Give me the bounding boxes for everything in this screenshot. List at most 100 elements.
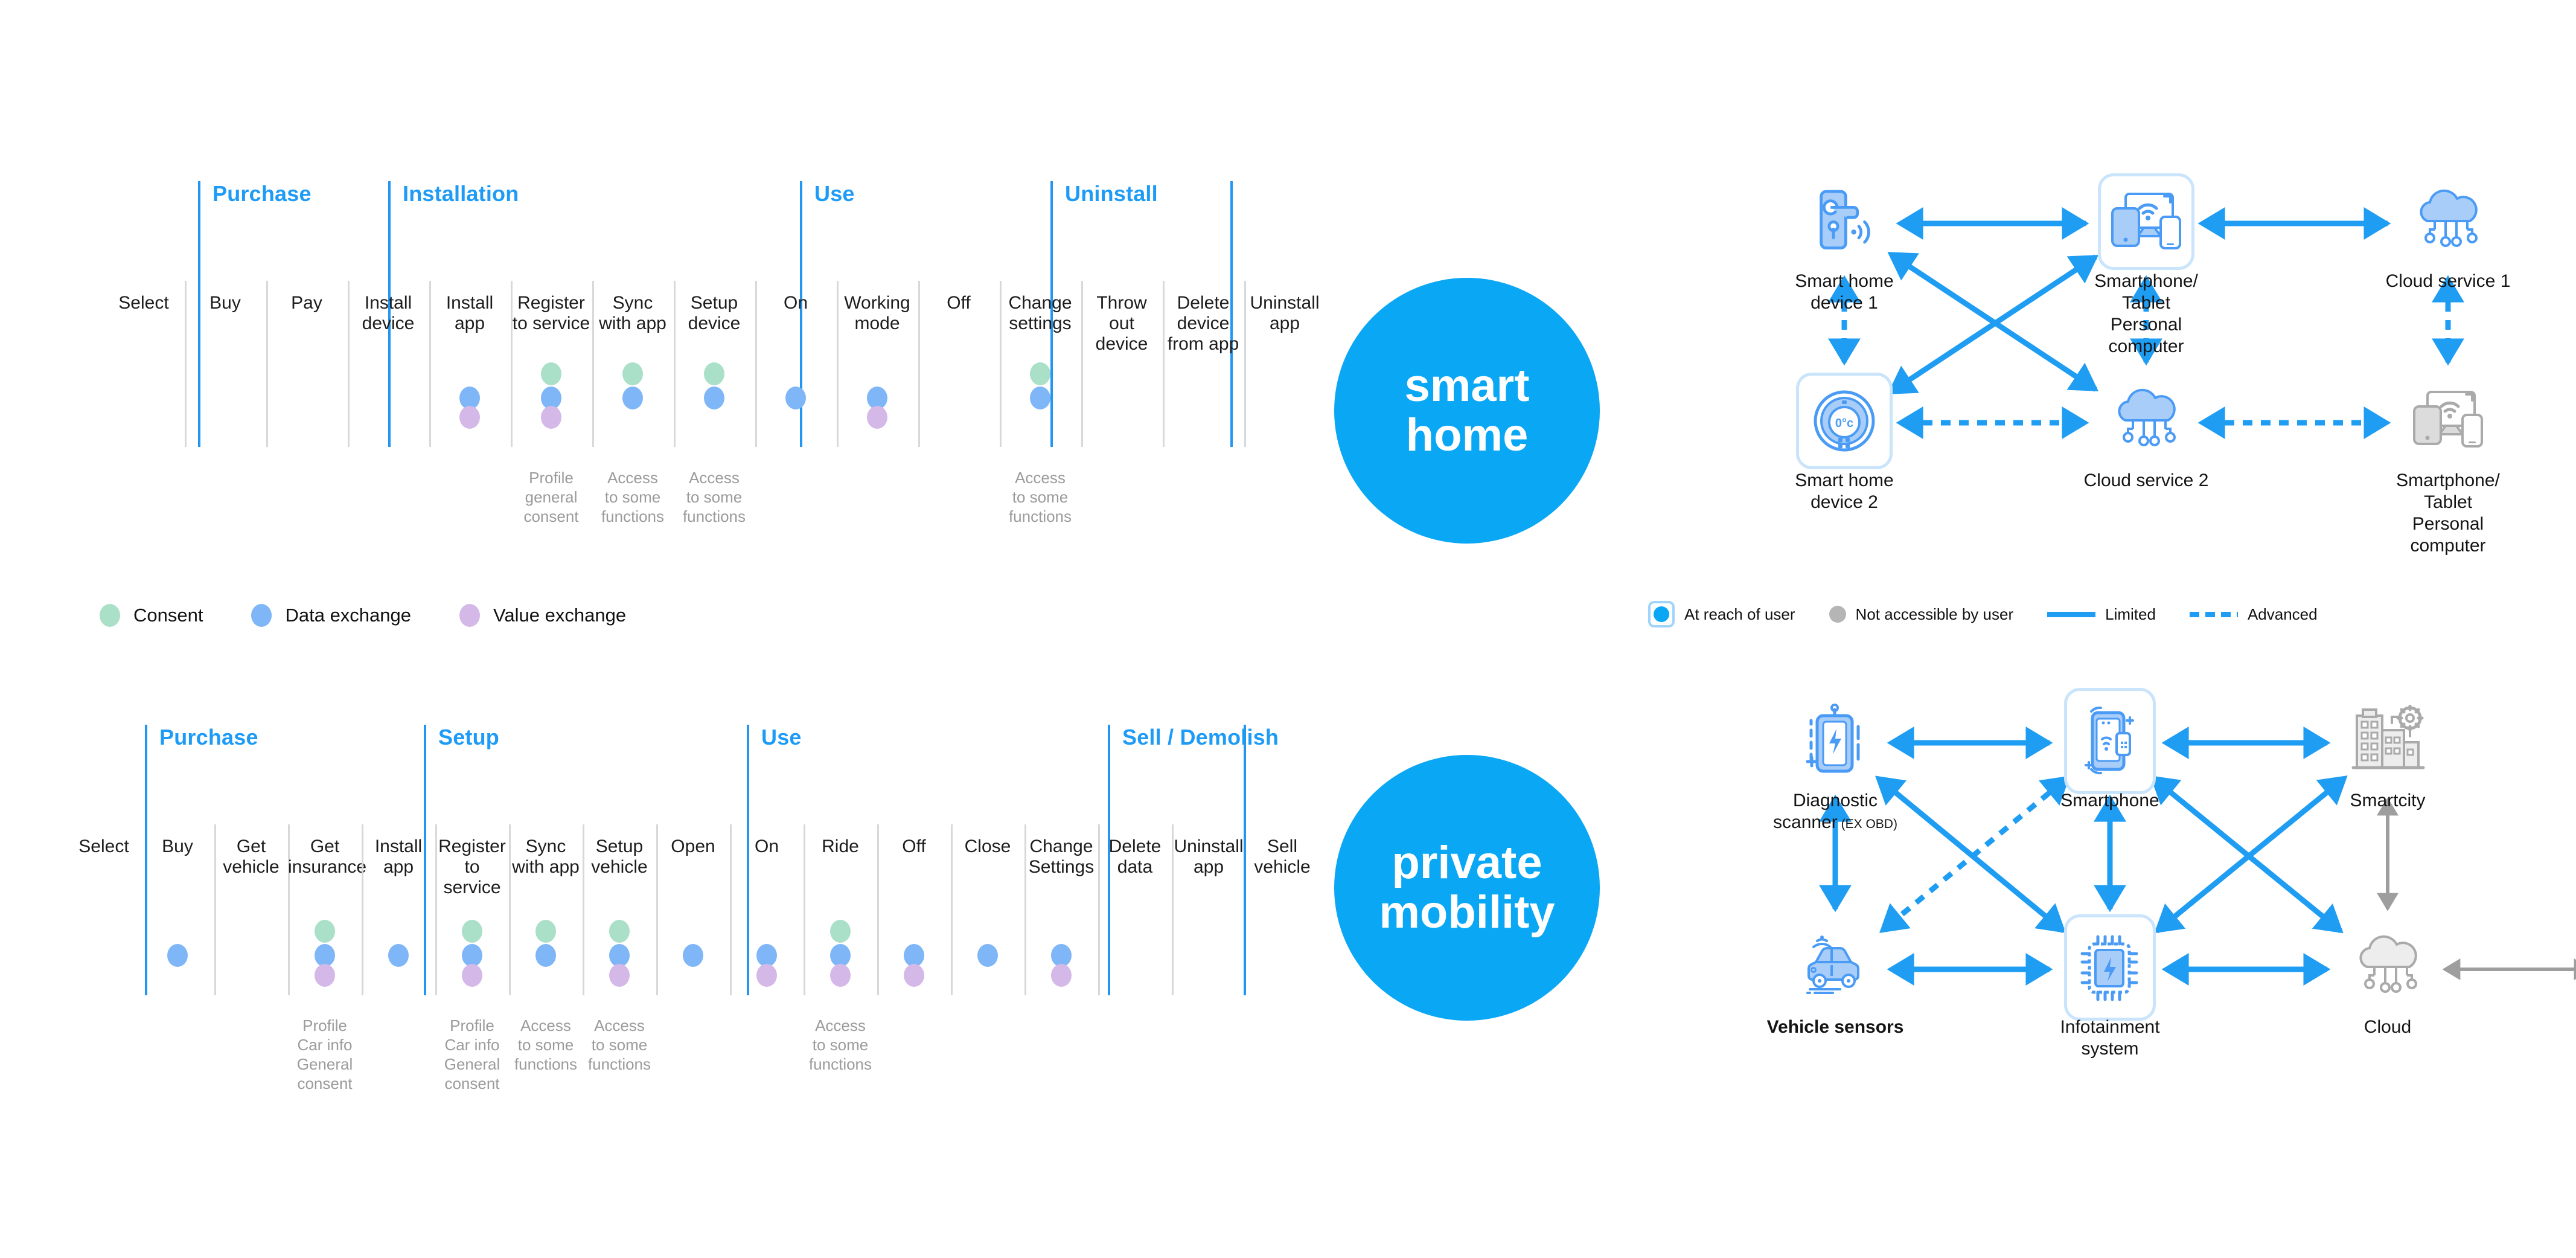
node-label: Smart home device 1 — [1795, 271, 1894, 313]
node-smart-home-device-2: 0°c Smart home device 2 — [1775, 373, 1914, 513]
journey-dot-data — [459, 387, 480, 409]
journey-dot-data — [704, 387, 724, 409]
node-icon-wrap: 0°c — [1775, 373, 1914, 469]
legend-label: Value exchange — [493, 605, 627, 626]
connection-limited — [1887, 252, 2099, 392]
step-divider — [918, 281, 920, 447]
journey-step-label: Select — [118, 293, 169, 313]
diagram-legend-item: At reach of user — [1648, 601, 1795, 627]
legend-dot-consent — [100, 604, 120, 627]
journey-step-note: Access to some functions — [682, 469, 746, 525]
phase-divider — [747, 725, 749, 995]
journey-dot-value — [315, 964, 335, 987]
journey-dot-value — [1051, 964, 1072, 987]
journey-step-label: Delete data — [1108, 836, 1162, 877]
node-icon-wrap — [1766, 922, 1905, 1013]
legend-advanced-line — [2189, 611, 2238, 617]
journey-step-label: Select — [78, 836, 129, 856]
journey-dot-data — [388, 944, 409, 967]
legend-label: Advanced — [2247, 605, 2318, 623]
legend-not-accessible-dot — [1829, 606, 1846, 623]
node-label: Cloud — [2363, 1017, 2412, 1037]
connection-limited — [2154, 775, 2348, 934]
cloud-nodes-icon — [2411, 187, 2485, 257]
legend-label: At reach of user — [1684, 605, 1795, 623]
journey-step-label: Close — [964, 836, 1011, 856]
step-divider — [1172, 824, 1174, 995]
node-icon-wrap — [2379, 176, 2517, 267]
journey-step-label: Install device — [362, 293, 415, 333]
journey-step-note: Profile Car info General consent — [296, 1016, 353, 1093]
step-divider — [429, 281, 431, 447]
phase-label-installation: Installation — [403, 181, 519, 206]
legend-at-reach-dot — [1654, 606, 1669, 622]
journey-step-note: Access to some functions — [514, 1016, 578, 1073]
journey-dot-data — [167, 944, 188, 967]
smart-home-network-diagram: Smart home device 1 Smartphone/ Tablet P… — [1630, 169, 2536, 592]
node-diagnostic-scanner: Diagnostic scanner (EX OBD) — [1766, 696, 1905, 835]
phase-label-purchase: Purchase — [213, 181, 312, 206]
node-smartphone-tablet-pc-1: Smartphone/ Tablet Personal computer — [2077, 173, 2216, 358]
legend-label: Not accessible by user — [1855, 605, 2014, 623]
step-divider — [877, 824, 879, 995]
legend-dot-value — [459, 604, 481, 627]
node-cloud: Cloud — [2318, 922, 2457, 1038]
journey-step-label: Install app — [374, 836, 423, 877]
journey-step-label: On — [754, 836, 779, 856]
journey-dot-data — [609, 944, 630, 967]
phase-label-setup: Setup — [438, 725, 500, 749]
phase-label-purchase: Purchase — [159, 725, 258, 749]
journey-step-note: Access to some functions — [1008, 469, 1072, 525]
step-divider — [755, 281, 757, 447]
city-gear-icon — [2348, 704, 2427, 778]
journey-dot-value — [459, 406, 480, 429]
smart-home-circle: smart home — [1334, 278, 1600, 544]
private-mobility-circle-label: private mobility — [1379, 837, 1555, 938]
journey-dot-data — [756, 944, 777, 967]
journey-step-note: Access to some functions — [808, 1016, 872, 1073]
journey-step-label: Setup device — [688, 293, 741, 333]
phase-divider-end — [1230, 181, 1233, 447]
node-smartphone-tablet-pc-2: Smartphone/ Tablet Personal computer — [2379, 376, 2517, 557]
journey-dot-data — [535, 944, 556, 967]
journey-step-label: Sell vehicle — [1254, 836, 1311, 877]
journey-dot-data — [830, 944, 851, 967]
journey-step-label: Setup vehicle — [591, 836, 648, 877]
legend-at-reach-icon — [1648, 601, 1675, 627]
phase-label-sell-demolish: Sell / Demolish — [1122, 725, 1279, 749]
legend-label: Limited — [2105, 605, 2156, 623]
door-handle-lock-icon — [1808, 184, 1881, 260]
node-icon-wrap — [2041, 688, 2179, 794]
journey-step-label: Off — [947, 293, 971, 313]
journey-step-label: Open — [671, 836, 715, 856]
node-label: Infotainment system — [2060, 1017, 2160, 1059]
legend-label: Data exchange — [285, 605, 412, 626]
phase-divider — [1108, 725, 1110, 995]
journey-step-label: Working mode — [844, 293, 910, 333]
node-icon-wrap — [2318, 696, 2457, 786]
step-divider — [804, 824, 805, 995]
journey-step-note: Access to some functions — [587, 1016, 651, 1073]
node-icon-wrap — [2379, 376, 2517, 466]
journey-dot-data — [683, 944, 703, 967]
step-divider — [266, 281, 268, 447]
diagram-legend-item: Advanced — [2189, 605, 2318, 624]
step-divider — [184, 281, 187, 447]
diagram-legend-item: Limited — [2047, 605, 2156, 624]
step-divider — [1244, 281, 1246, 447]
journey-dot-consent — [830, 920, 851, 943]
journey-step-label: Uninstall app — [1250, 293, 1320, 333]
node-icon-wrap — [2041, 914, 2179, 1021]
phase-label-uninstall: Uninstall — [1065, 181, 1158, 206]
journey-step-note: Profile Car info General consent — [444, 1016, 500, 1093]
smartphone-nfc-icon — [2064, 688, 2156, 794]
devices-wifi-icon — [2098, 173, 2194, 270]
node-smartphone: Smartphone — [2041, 688, 2179, 812]
journey-step-label: Buy — [162, 836, 193, 856]
phase-label-use: Use — [761, 725, 802, 749]
journey-step-label: Register to service — [512, 293, 590, 333]
connection-limited — [1875, 775, 2066, 933]
